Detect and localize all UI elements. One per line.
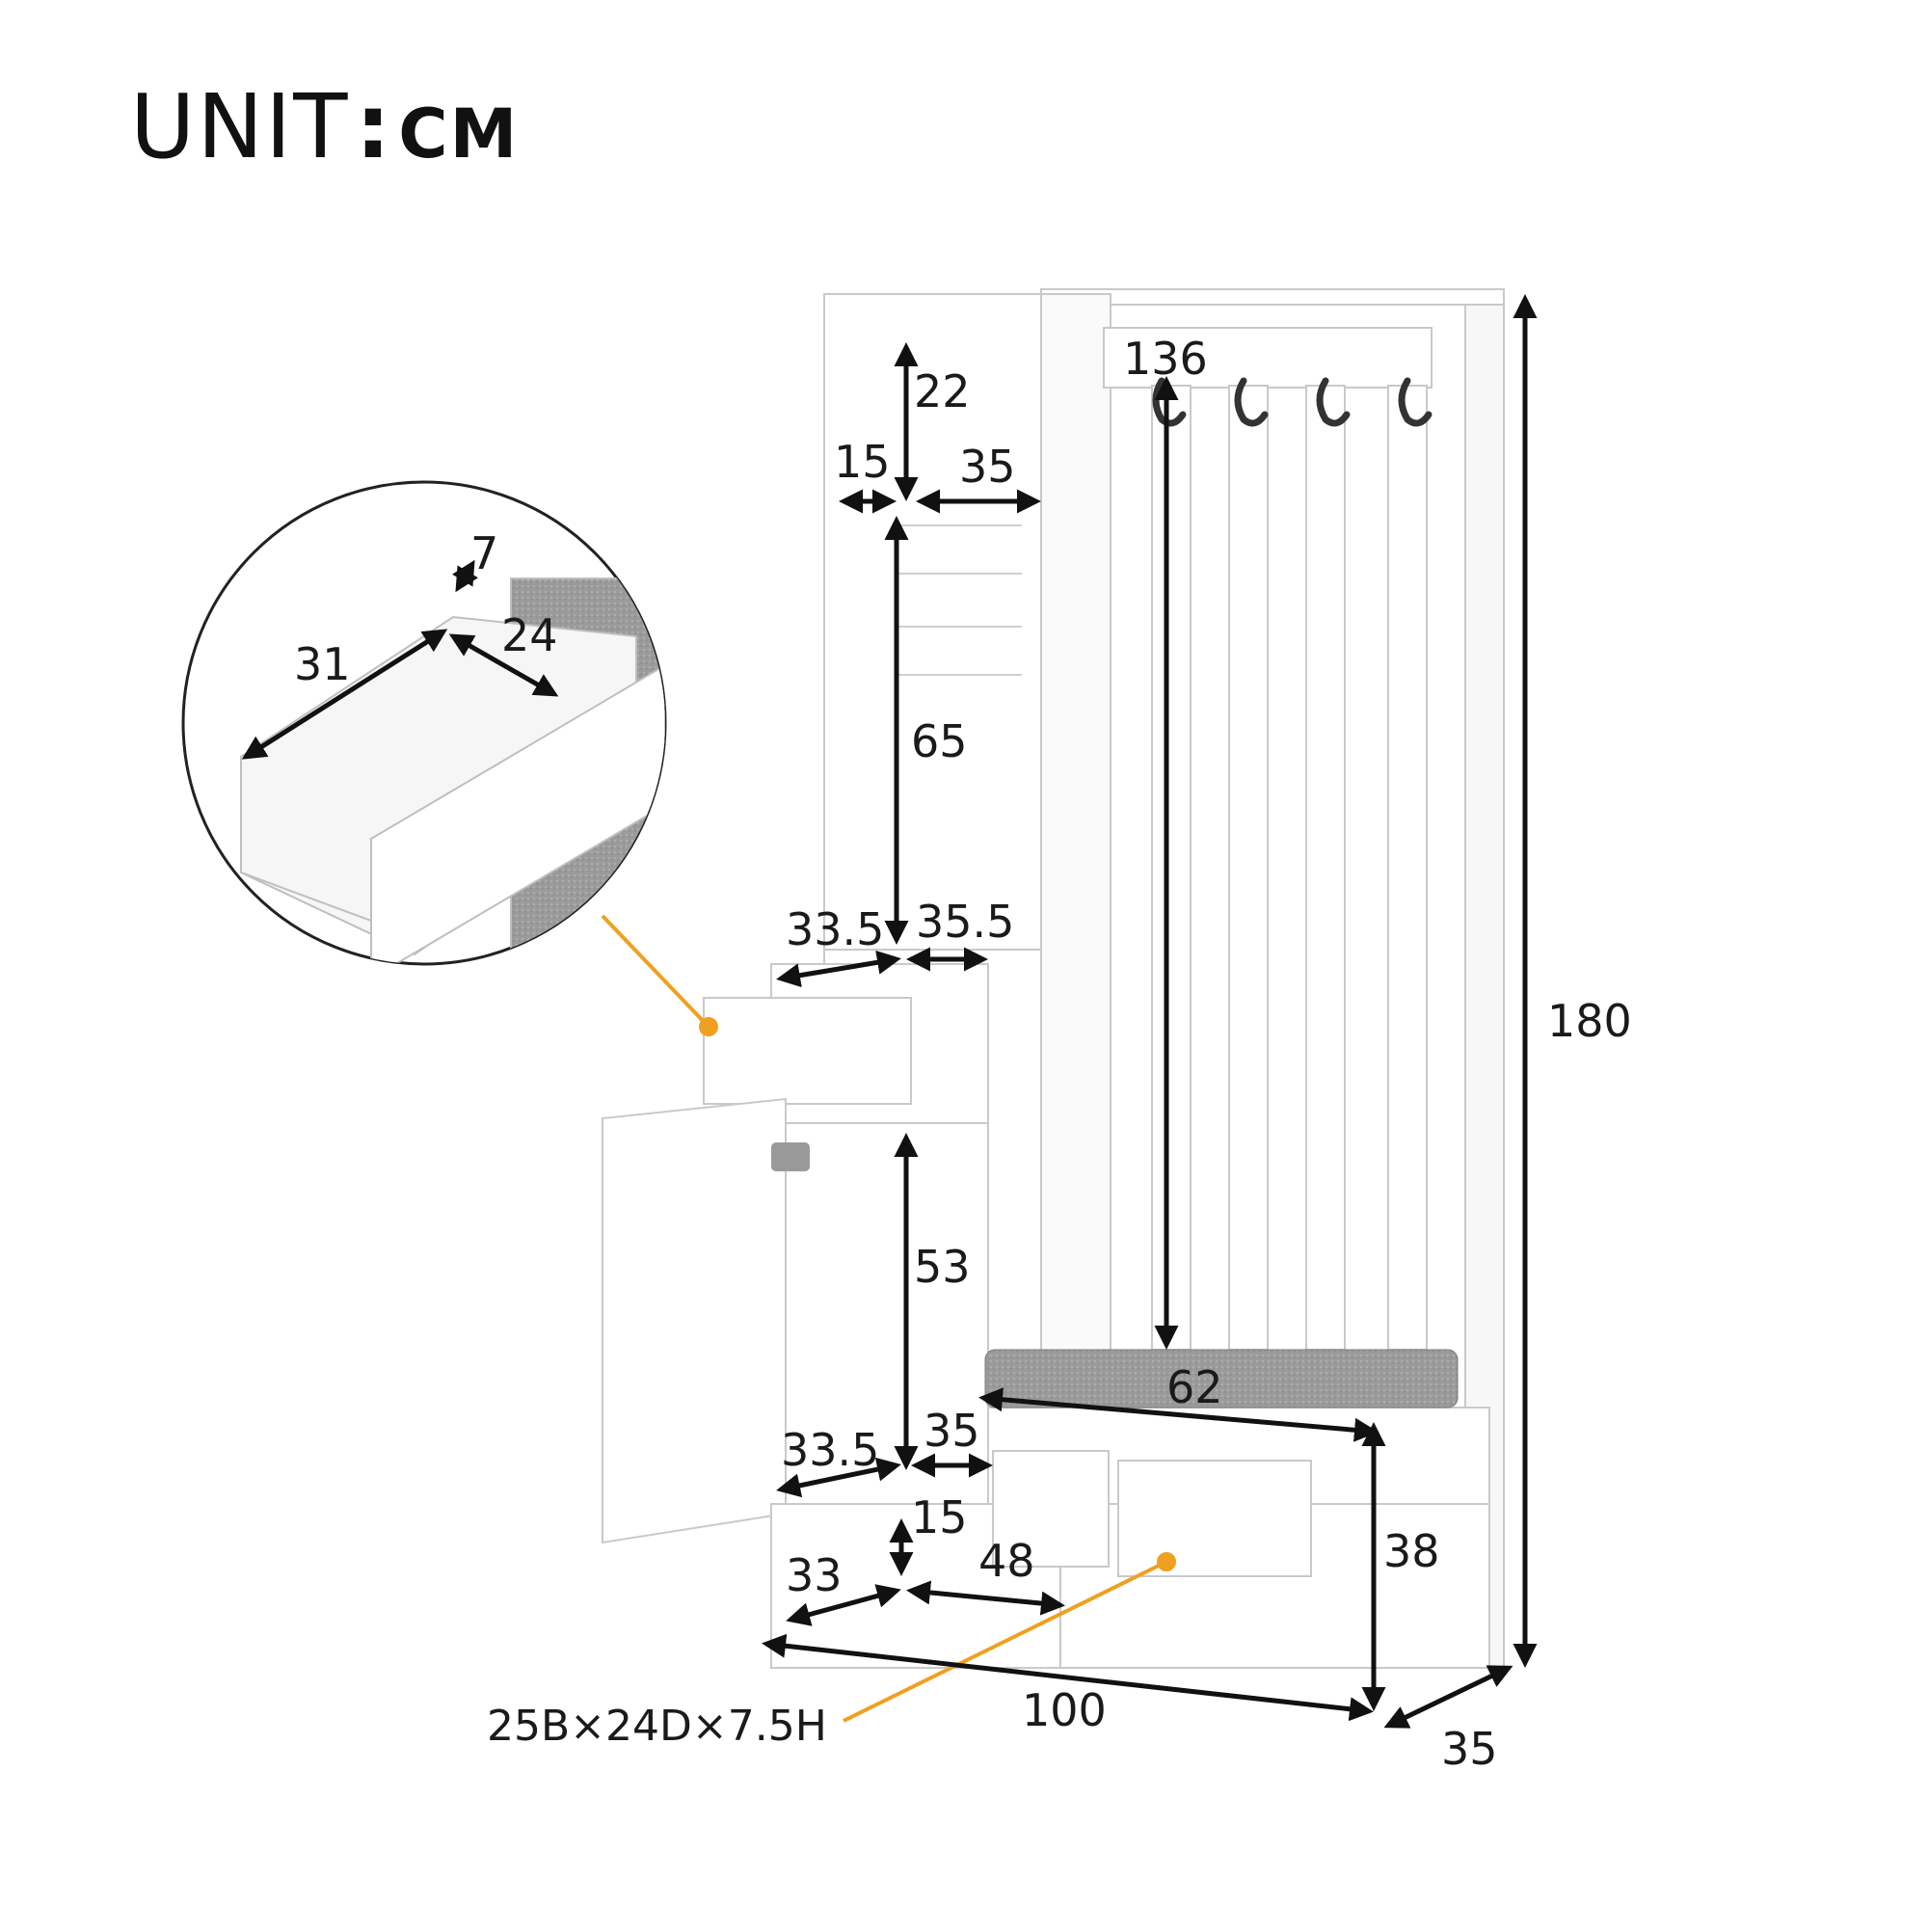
dim-drawer-top-right: 35.5 — [916, 896, 1014, 948]
unit-value: CM — [398, 94, 520, 174]
dim-detail-drawer-width: 31 — [294, 638, 351, 690]
upper-shelf-panel — [823, 293, 1042, 951]
dim-shoe-shelf-height: 15 — [911, 1491, 968, 1543]
dim-overall-height: 180 — [1547, 995, 1632, 1047]
leader-dot — [1157, 1552, 1176, 1571]
hinge-icon — [771, 1142, 810, 1171]
arrow-width — [762, 1633, 1374, 1722]
cabinet-body — [770, 1122, 989, 1505]
unit-separator: : — [355, 75, 393, 178]
dim-bench-width: 62 — [1166, 1361, 1223, 1413]
dim-overall-width: 100 — [1022, 1684, 1107, 1736]
arrow-detail-width — [241, 629, 448, 760]
drawer-size-note: 25B×24D×7.5H — [487, 1702, 827, 1751]
dim-top-shelf-height: 22 — [914, 365, 971, 417]
dim-shoe-shelf-right: 48 — [978, 1535, 1035, 1587]
hook-icon — [1316, 377, 1351, 427]
drawer-detail-view — [181, 480, 667, 966]
bench-drawer-left — [992, 1450, 1110, 1568]
arrow-depth — [1383, 1665, 1513, 1729]
arrow-detail-height — [451, 559, 479, 593]
cabinet-door — [602, 1097, 787, 1544]
dim-hook-rail-height: 136 — [1123, 333, 1208, 385]
dim-upper-left-width: 15 — [834, 436, 891, 488]
dimension-arrows — [241, 294, 1538, 1729]
slat — [1305, 385, 1346, 1351]
arrow-detail-depth — [448, 633, 559, 697]
detail-runner — [240, 872, 372, 922]
slat — [1387, 385, 1428, 1351]
arrow-shoe-right — [906, 1580, 1065, 1616]
dim-detail-drawer-height: 7 — [470, 527, 498, 579]
dim-detail-drawer-depth: 24 — [501, 609, 558, 661]
bench-drawer-right — [1117, 1460, 1312, 1577]
dim-upper-right-width: 35 — [959, 441, 1016, 493]
hook-icon — [1398, 377, 1433, 427]
arrow-cab-bottom-left — [776, 1457, 901, 1498]
arrow-bench-width — [978, 1387, 1379, 1442]
unit-title: UNIT:CM — [130, 75, 519, 178]
detail-drawer-front — [370, 663, 665, 964]
unit-label: UNIT — [130, 75, 350, 178]
hall-tree-unit — [602, 288, 1505, 1669]
dim-overall-depth: 35 — [1441, 1723, 1498, 1775]
hook-icon — [1234, 377, 1269, 427]
dim-shoe-shelf-left: 33 — [786, 1549, 843, 1601]
slat — [1151, 385, 1192, 1351]
dim-mirror-height: 65 — [911, 715, 968, 767]
dim-cabinet-height: 53 — [914, 1241, 971, 1293]
dim-cabinet-bottom-right: 35 — [924, 1405, 980, 1457]
leader-dot — [699, 1017, 718, 1036]
upper-drawer-front — [703, 997, 912, 1105]
arrow-drawer-left — [776, 950, 901, 988]
dim-drawer-top-left: 33.5 — [786, 903, 884, 955]
dim-bench-height: 38 — [1383, 1525, 1440, 1577]
dim-cabinet-bottom-left: 33.5 — [781, 1424, 879, 1476]
arrow-shoe-left — [786, 1584, 901, 1626]
slat — [1228, 385, 1269, 1351]
